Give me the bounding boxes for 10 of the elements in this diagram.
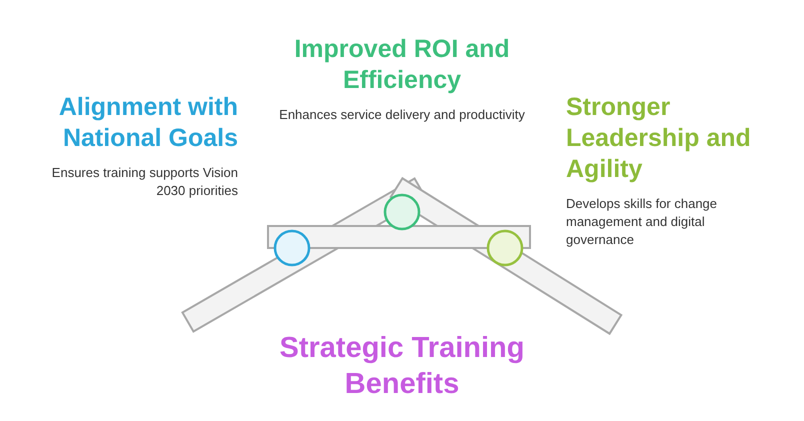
benefit-heading: Improved ROI and Efficiency <box>293 34 511 96</box>
benefit-description: Ensures training supports Vision 2030 priorities <box>50 164 238 200</box>
marker-circle <box>383 193 421 231</box>
benefit-heading: Stronger Leadership and Agility <box>566 92 752 185</box>
title: Strategic Training Benefits <box>278 331 526 402</box>
benefit-heading: Alignment with National Goals <box>58 92 238 154</box>
marker-circle <box>486 229 524 267</box>
benefit-description: Enhances service delivery and productivity <box>278 106 526 124</box>
marker-circle <box>273 229 311 267</box>
benefit-description: Develops skills for change management and digital governance <box>566 195 718 249</box>
